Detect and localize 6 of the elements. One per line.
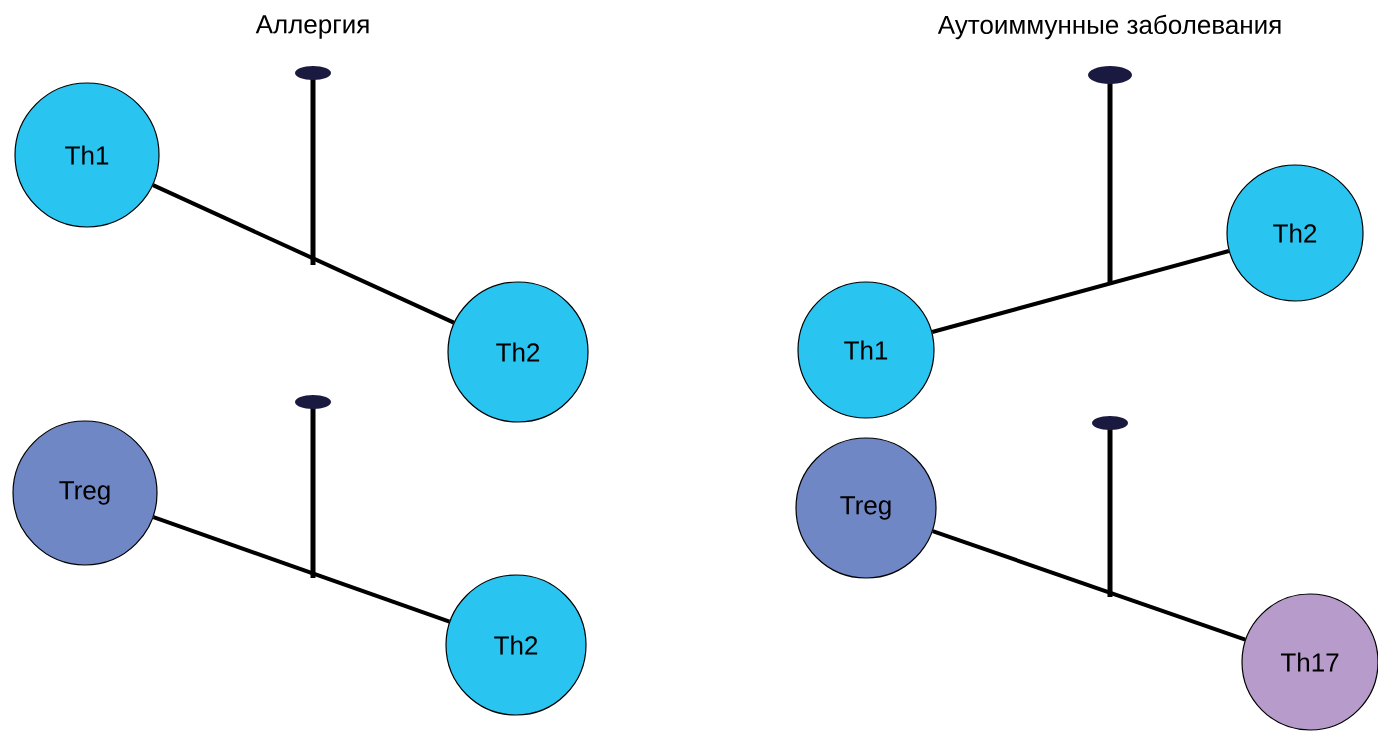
balance-beam bbox=[932, 529, 1246, 642]
balance-beam bbox=[152, 515, 451, 624]
heading: Аутоиммунные заболевания bbox=[937, 14, 1281, 40]
heading: Аллергия bbox=[255, 15, 369, 39]
balance-beam bbox=[931, 249, 1230, 334]
balance-beam bbox=[152, 183, 455, 325]
